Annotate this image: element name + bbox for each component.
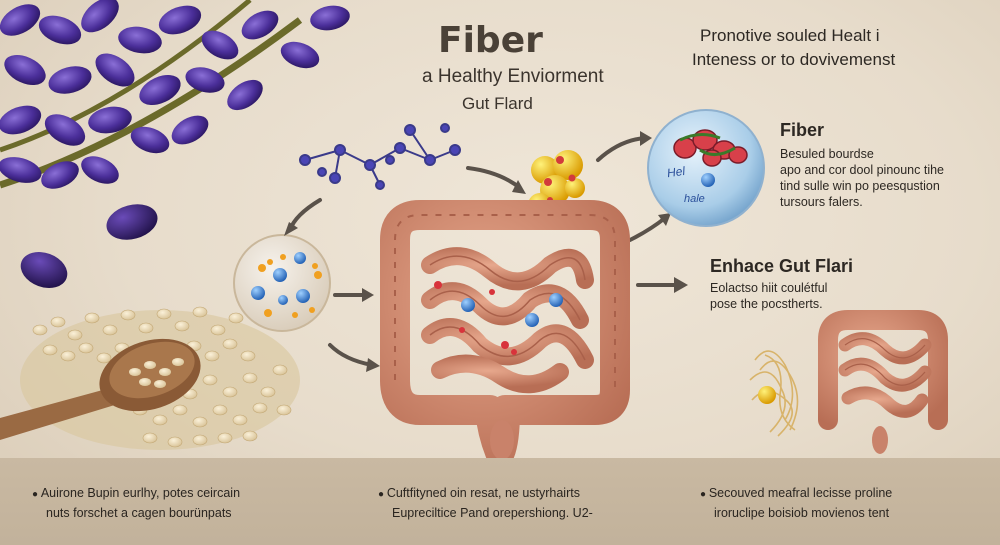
footer-column-1: Auirone Bupin eurlhy, potes ceircain nut…	[32, 484, 240, 522]
page-title: Fiber	[438, 20, 543, 61]
footer-column-3: Secouved meafral lecisse proline irorucl…	[700, 484, 892, 522]
footer-col3-line2: iroruclipe boisiob movienos tent	[714, 506, 890, 520]
grain-pile	[0, 306, 300, 450]
footer-column-2: Cuftfityned oin resat, ne ustyrhairts Eu…	[378, 484, 593, 522]
fiber-description: Besuled bourdse apo and cor dool pinounc…	[780, 146, 990, 210]
footer-col1-line2: nuts forschet a cagen bourünpats	[46, 506, 232, 520]
footer-col3-line1: Secouved meafral lecisse proline	[700, 484, 892, 504]
lavender-plant	[0, 0, 350, 189]
enhance-description: Eolactso hiit coulétful pose the pocsthe…	[710, 280, 827, 312]
fiber-heading: Fiber	[780, 120, 825, 140]
enhance-line: pose the pocstherts.	[710, 297, 823, 311]
bubble-text-1: Hel	[666, 163, 686, 181]
bubble-text-2: hale	[684, 193, 705, 205]
subtitle-line-1: a Healthy Enviorment	[422, 66, 604, 87]
intestine-small	[818, 310, 948, 454]
fiber-strands	[749, 350, 799, 437]
bacteria-bubble	[647, 109, 765, 227]
molecule-bubble	[233, 234, 331, 332]
enhance-heading: Enhace Gut Flari	[710, 256, 854, 276]
fiber-line: Besuled bourdse	[780, 147, 874, 161]
intestine-main	[380, 200, 630, 467]
footer-col2-line2: Eupreciltice Pand orepershiong. U2-	[392, 506, 593, 520]
arrow-heads	[284, 131, 688, 372]
fiber-line: tind sulle win po peesqustion	[780, 179, 940, 193]
enhance-line: Eolactso hiit coulétful	[710, 281, 828, 295]
top-right-line-2: Inteness or to dovivemenst	[692, 50, 896, 69]
footer-col2-line1: Cuftfityned oin resat, ne ustyrhairts	[378, 484, 593, 504]
subtitle-line-2: Gut Flard	[462, 94, 533, 113]
fiber-line: tursours falers.	[780, 195, 863, 209]
fiber-line: apo and cor dool pinounc tihe	[780, 163, 945, 177]
fiber-molecules	[299, 123, 461, 190]
footer-col1-line1: Auirone Bupin eurlhy, potes ceircain	[32, 484, 240, 504]
top-right-line-1: Pronotive souled Healt i	[700, 26, 880, 45]
purple-beans	[20, 204, 158, 288]
